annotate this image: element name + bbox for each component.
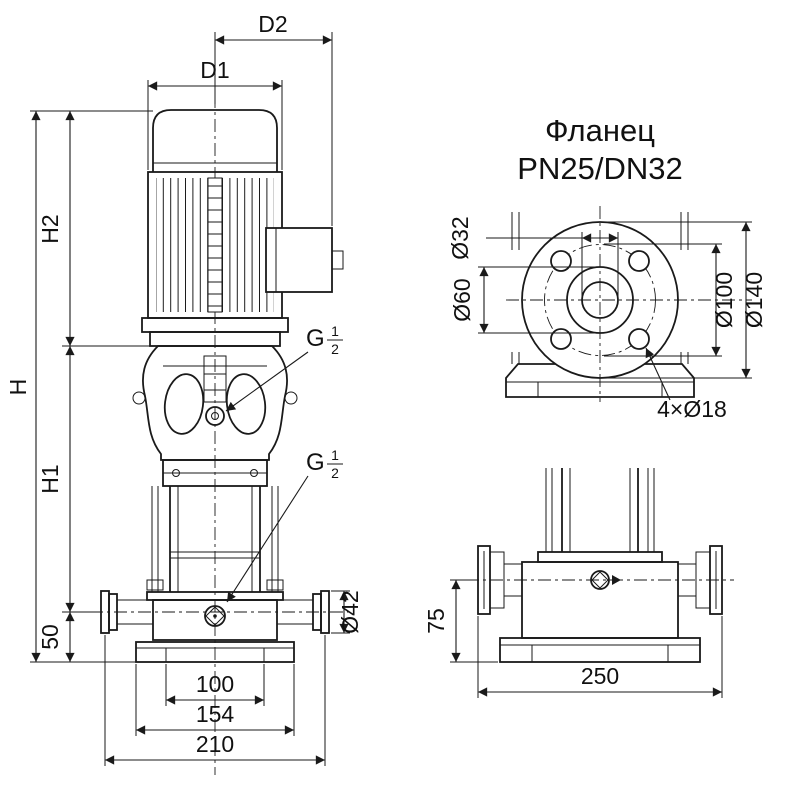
thread-numerator: 1 — [331, 323, 339, 339]
side-view — [466, 468, 734, 663]
terminal-box-body — [265, 227, 333, 293]
thread-leader-upper — [225, 351, 309, 412]
side-dimensions: 75 250 — [423, 579, 723, 698]
front-view — [90, 95, 352, 775]
bolt-hole-se — [628, 328, 650, 350]
motor-center-strip-outline — [207, 177, 223, 313]
thread-callout-upper: G 1 2 — [225, 323, 343, 412]
dim-bore-label: Ø32 — [447, 216, 473, 259]
pump-head — [132, 345, 298, 461]
dim-154-label: 154 — [196, 701, 235, 727]
guard-screw-left — [172, 469, 180, 477]
drain-plug-center — [213, 614, 217, 618]
flange-detail-view: Фланец PN25/DN32 Ø140 — [447, 113, 767, 422]
dim-75-label: 75 — [423, 608, 449, 634]
tie-rod-nut-left — [146, 579, 164, 591]
dim-h2-label: H2 — [37, 214, 63, 243]
thread-denominator: 2 — [331, 341, 339, 357]
pump-head-ear-right — [284, 391, 298, 405]
coupling-guard — [162, 459, 268, 487]
flange-title-line1: Фланец — [545, 113, 655, 148]
terminal-box — [265, 227, 344, 293]
inspection-window-right — [225, 373, 267, 435]
dim-100-label: 100 — [196, 671, 234, 697]
baseplate — [135, 641, 295, 663]
bolt-hole-ne — [628, 250, 650, 272]
front-dimensions: D2 D1 H H2 H1 50 Ø42 100 154 — [5, 11, 363, 766]
dim-d1-label: D1 — [200, 57, 229, 83]
side-flow-arrow — [612, 575, 621, 585]
drain-plug-square — [205, 606, 225, 626]
thread-numerator: 1 — [331, 447, 339, 463]
tie-rod-nut-right — [266, 579, 284, 591]
dim-d2-label: D2 — [258, 11, 287, 37]
dim-bc-label: Ø100 — [711, 272, 737, 328]
inspection-window-left — [163, 373, 205, 435]
dim-250-label: 250 — [581, 663, 619, 689]
bolt-holes-leader — [645, 347, 671, 401]
drain-plug — [204, 605, 226, 627]
cable-gland — [331, 250, 344, 270]
dim-h1-label: H1 — [37, 464, 63, 493]
base-body — [152, 599, 278, 641]
flange-dimensions: Ø140 Ø100 Ø60 Ø32 4×Ø18 — [447, 216, 767, 422]
thread-callout-lower: G 1 2 — [226, 447, 343, 603]
dim-h-label: H — [5, 379, 31, 396]
pump-column — [146, 486, 284, 592]
dim-50-label: 50 — [37, 624, 63, 650]
side-drain-plug-square — [591, 571, 609, 589]
pump-head-ear-left — [132, 391, 146, 405]
motor-fan-cover — [152, 109, 278, 172]
bolt-hole-sw — [550, 328, 572, 350]
coupling — [203, 355, 227, 403]
side-base-body — [521, 561, 679, 639]
dim-hub-label: Ø60 — [449, 278, 475, 321]
side-drain-plug — [590, 570, 610, 590]
vent-plug — [205, 406, 225, 426]
pump-head-outline — [142, 345, 288, 461]
dim-port-label: Ø42 — [337, 590, 363, 633]
end-baseplate — [505, 363, 695, 398]
bolt-holes-label: 4×Ø18 — [657, 396, 727, 422]
guard-screw-right — [250, 469, 258, 477]
pump-base — [90, 590, 352, 663]
dim-od-label: Ø140 — [741, 272, 767, 328]
vent-plug-center — [211, 412, 219, 420]
thread-letter: G — [306, 325, 325, 352]
dim-210-label: 210 — [196, 731, 234, 757]
thread-letter: G — [306, 449, 325, 476]
side-plate — [537, 551, 663, 563]
flange-title-line2: PN25/DN32 — [517, 151, 682, 186]
thread-leader-lower — [226, 475, 309, 603]
side-baseplate — [499, 637, 701, 663]
bolt-hole-nw — [550, 250, 572, 272]
thread-denominator: 2 — [331, 465, 339, 481]
motor-center-strip-ribs — [208, 178, 222, 312]
